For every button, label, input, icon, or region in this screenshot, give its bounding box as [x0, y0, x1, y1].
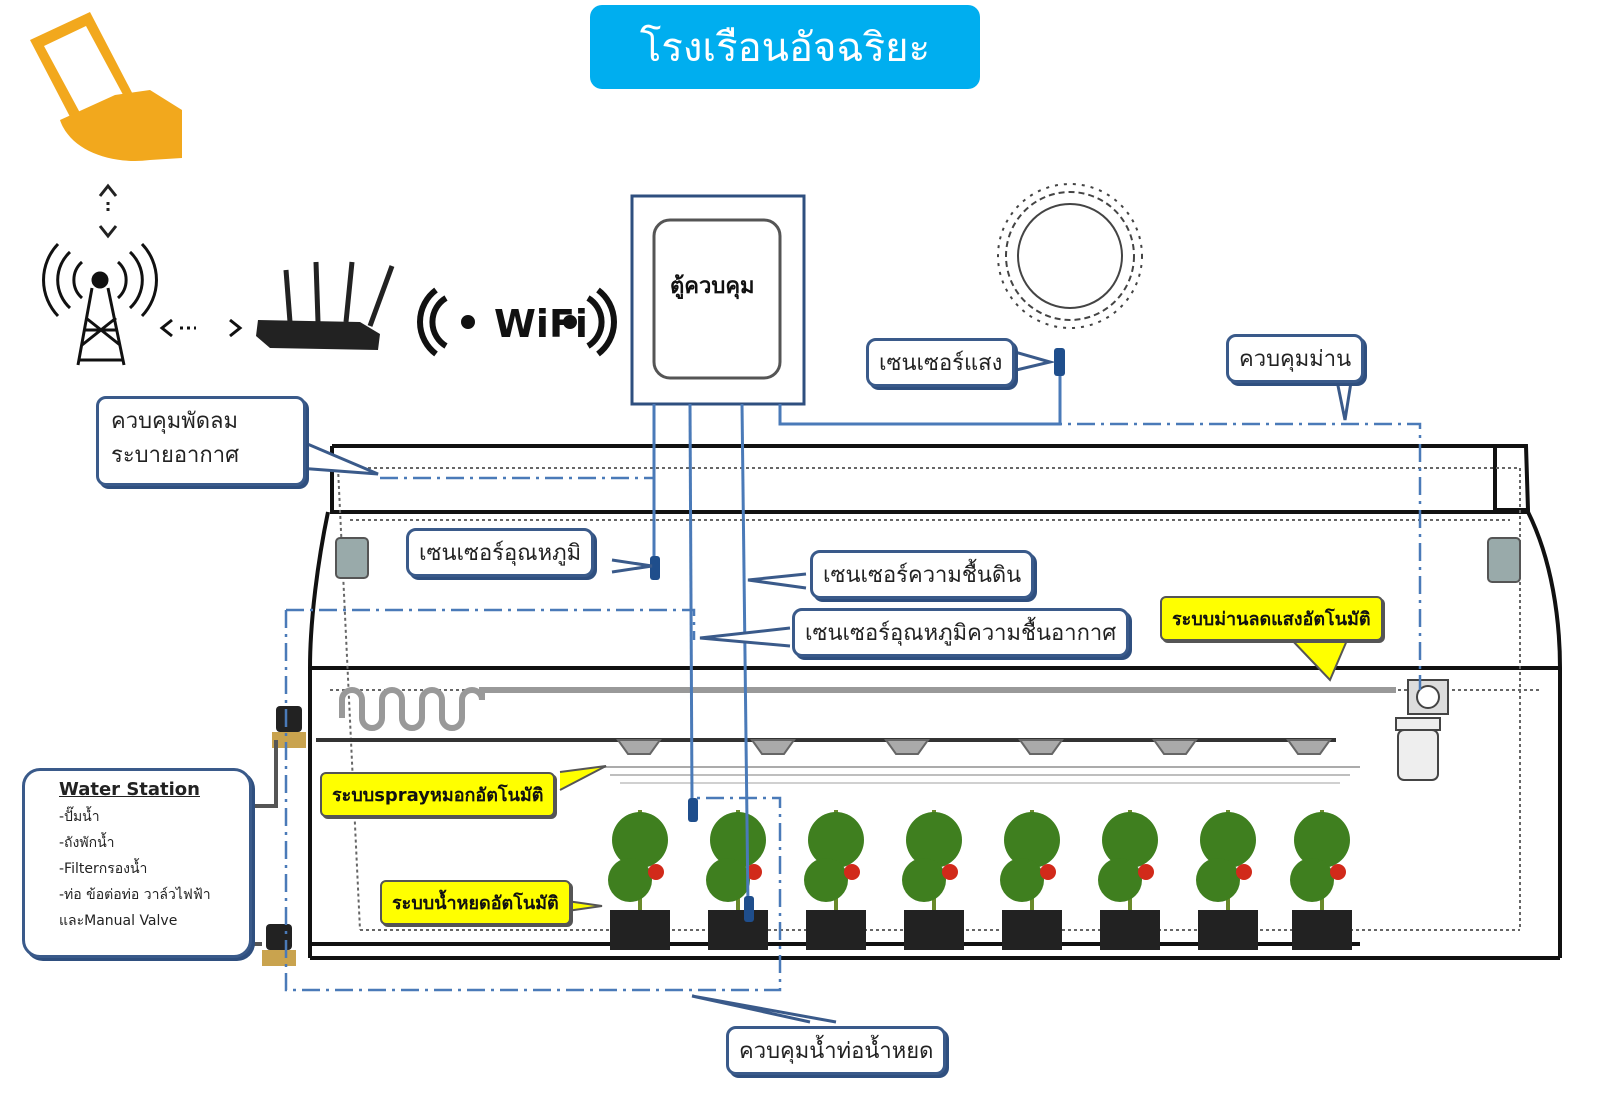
soil-moisture-sensor-icon	[744, 896, 754, 922]
fan-control-line1: ควบคุมพัดลม	[111, 409, 239, 434]
sensor-wires	[652, 360, 1062, 907]
water-station-item: -ถังพักน้ำ	[59, 835, 115, 851]
auto-spray-system-label: ระบบsprayหมอกอัตโนมัติ	[320, 772, 556, 817]
coil-pipe	[339, 687, 1396, 731]
water-station-title: Water Station	[59, 779, 200, 800]
smartphone-hand-icon	[30, 12, 182, 161]
drip-pipe-control-label: ควบคุมน้ำท่อน้ำหยด	[726, 1026, 947, 1075]
shade-motor-icon	[1407, 679, 1449, 715]
water-pipes	[252, 740, 278, 946]
water-station-item: -Filterกรองน้ำ	[59, 861, 148, 877]
temperature-sensor-icon	[650, 556, 660, 580]
water-station-item: และManual Valve	[59, 913, 178, 929]
light-sensor-label: เซนเซอร์แสง	[866, 338, 1016, 387]
mist-nozzle-icon	[616, 739, 1332, 755]
water-station-item: -ปั๊มน้ำ	[59, 809, 100, 825]
wifi-router-icon	[256, 261, 395, 350]
water-station-box: Water Station -ปั๊มน้ำ -ถังพักน้ำ -Filte…	[22, 768, 252, 958]
bidirectional-arrow-horizontal	[159, 318, 243, 338]
wifi-label: WiFi	[494, 302, 588, 346]
callout-pointers	[297, 348, 1354, 1024]
sun-icon	[997, 183, 1143, 329]
fan-control-line2: ระบายอากาศ	[111, 443, 240, 468]
wifi-signal-icon	[417, 287, 617, 357]
air-temp-humidity-sensor-label: เซนเซอร์อุณหภูมิความชื้นอากาศ	[792, 608, 1130, 657]
soil-moisture-sensor-label: เซนเซอร์ความชื้นดิน	[810, 550, 1035, 599]
curtain-control-label: ควบคุมม่าน	[1226, 334, 1365, 383]
bidirectional-arrow-vertical	[98, 183, 118, 239]
temp-sensor-label: เซนเซอร์อุณหภูมิ	[406, 528, 595, 577]
cell-tower-icon	[42, 242, 158, 366]
water-filter-icon	[1395, 717, 1441, 781]
mist-spray	[600, 766, 1360, 784]
control-cabinet	[652, 218, 782, 380]
page-title: โรงเรือนอัจฉริยะ	[590, 5, 980, 89]
auto-shade-system-label: ระบบม่านลดแสงอัตโนมัติ	[1160, 596, 1383, 641]
greenhouse-structure	[307, 444, 1563, 960]
auto-drip-system-label: ระบบน้ำหยดอัตโนมัติ	[380, 880, 571, 925]
exhaust-fan-icon	[335, 537, 1521, 583]
water-station-item: -ท่อ ข้อต่อท่อ วาล์วไฟฟ้า	[59, 887, 211, 903]
light-sensor-icon	[1054, 348, 1065, 376]
control-lines	[284, 422, 1422, 992]
air-humidity-sensor-icon	[688, 798, 698, 822]
control-cabinet-label: ตู้ควบคุม	[670, 274, 755, 299]
fan-control-label: ควบคุมพัดลม ระบายอากาศ	[96, 396, 306, 486]
solenoid-valve-icon	[262, 706, 306, 966]
tomato-plant-icon	[608, 810, 1352, 950]
